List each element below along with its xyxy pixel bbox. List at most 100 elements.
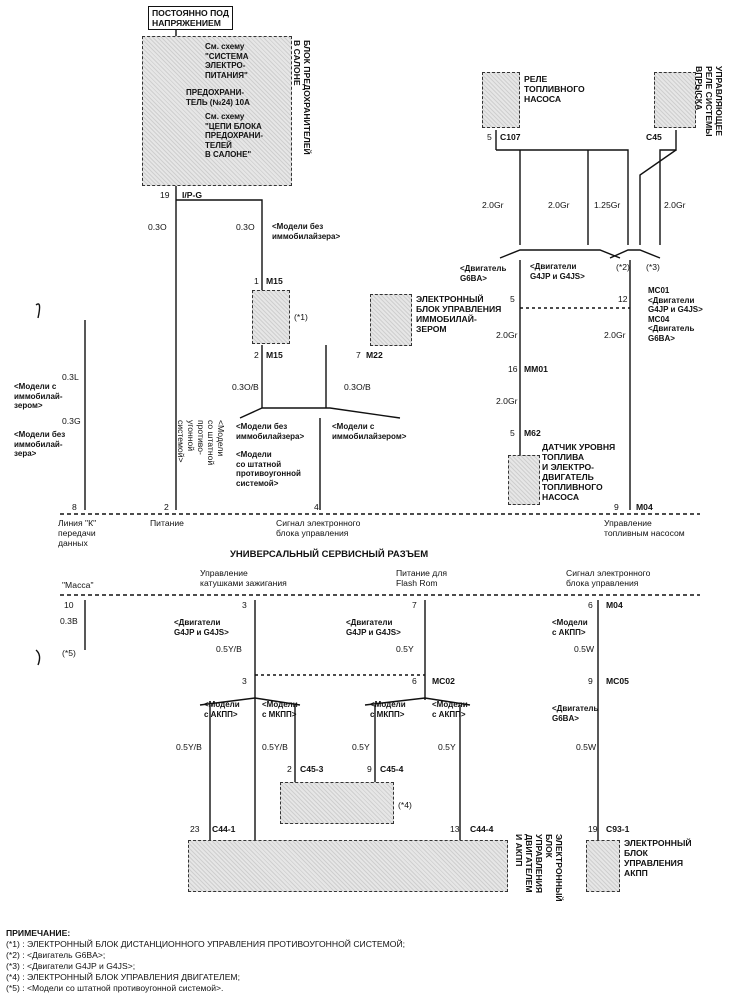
dlc-pin4: 4 (314, 502, 319, 512)
wire-0-3ob-b: 0.3O/B (344, 382, 371, 392)
star5-marker: (*5) (62, 648, 76, 658)
note-2: (*2) : <Двигатель G6BA>; (6, 950, 106, 960)
wire-0-3g: 0.3G (62, 416, 81, 426)
dlc-ecu-signal: Сигнал электронного блока управления (276, 518, 361, 538)
eng-g4-lower-b: <Двигатели G4JP и G4JS> (346, 618, 401, 637)
dlc-ecu-signal2: Сигнал электронного блока управления (566, 568, 651, 588)
m15a-connector: M15 (266, 276, 283, 286)
dlc-pin9: 9 (614, 502, 619, 512)
m15a-pin: 1 (254, 276, 259, 286)
g6ba-lower: <Двигатель G6BA> (552, 704, 599, 723)
notes-heading: ПРИМЕЧАНИЕ: (6, 928, 71, 938)
fuse-block-fuse: ПРЕДОХРАНИ- ТЕЛЬ (№24) 10А (186, 88, 250, 107)
dlc-ground: "Масса" (62, 580, 94, 590)
dlc-pump-control: Управление топливным насосом (604, 518, 685, 538)
wire-0-3b: 0.3B (60, 616, 78, 626)
dlc-pin2: 2 (164, 502, 169, 512)
c44-1-pin: 23 (190, 824, 200, 834)
wire-gr-7: 2.0Gr (496, 396, 518, 406)
fuel-sender-label: ДАТЧИК УРОВНЯ ТОПЛИВА И ЭЛЕКТРО- ДВИГАТЕ… (542, 442, 616, 502)
note-5: (*5) : <Модели со штатной противоугонной… (6, 983, 224, 993)
engine-ecu-small-box (280, 782, 394, 824)
eng-g4-top: <Двигатели G4JP и G4JS> (530, 262, 585, 281)
wire-gr-3: 1.25Gr (594, 200, 621, 210)
main-relay-label: УПРАВЛЯЮЩЕЕ РЕЛЕ СИСТЕМЫ ВПРЫСКА (694, 66, 724, 137)
fuse-block-title: БЛОК ПРЕДОХРАНИТЕЛЕЙ В САЛОНЕ (292, 40, 312, 155)
mc01-mc04-label: MC01 <Двигатели G4JP и G4JS> MC04 <Двига… (648, 286, 703, 343)
wire-gr-1: 2.0Gr (482, 200, 504, 210)
immobilizer-module-box (370, 294, 412, 346)
dlc-m04b: M04 (606, 600, 623, 610)
wire-gr-5: 2.0Gr (496, 330, 518, 340)
c44-4-connector: C44-4 (470, 824, 494, 834)
immobilizer-title: ЭЛЕКТРОННЫЙ БЛОК УПРАВЛЕНИЯ ИММОБИЛАЙ- З… (416, 294, 502, 334)
left-mode-noimmo: <Модели без иммобилай- зера> (14, 430, 66, 458)
m22-pin: 7 (356, 350, 361, 360)
c45-3-connector: C45-3 (300, 764, 324, 774)
fuse-block-box (142, 36, 292, 186)
antitheft-module-box (252, 290, 290, 344)
dlc-flash: Питание для Flash Rom (396, 568, 447, 588)
wire-0-5yb-b: 0.5Y/B (176, 742, 202, 752)
fuse-block-ref2: См. схему "ЦЕПИ БЛОКА ПРЕДОХРАНИ- ТЕЛЕЙ … (205, 112, 263, 159)
fuel-relay-pin: 5 (487, 132, 492, 142)
wire-0-5yb-c: 0.5Y/B (262, 742, 288, 752)
wire-0-5yb-a: 0.5Y/B (216, 644, 242, 654)
mc02-pin3: 3 (242, 676, 247, 686)
note-1: (*1) : ЭЛЕКТРОННЫЙ БЛОК ДИСТАНЦИОННОГО У… (6, 939, 406, 949)
c93-1-connector: C93-1 (606, 824, 630, 834)
m15b-connector: M15 (266, 350, 283, 360)
tcm-label: ЭЛЕКТРОННЫЙ БЛОК УПРАВЛЕНИЯ АКПП (624, 838, 692, 878)
mm01-pin: 16 (508, 364, 518, 374)
star2-marker: (*2) (616, 262, 630, 272)
dlc-pin10: 10 (64, 600, 74, 610)
dlc-title: УНИВЕРСАЛЬНЫЙ СЕРВИСНЫЙ РАЗЪЕМ (230, 549, 429, 560)
wire-0-3l: 0.3L (62, 372, 79, 382)
wire-0-3o-a: 0.3O (148, 222, 167, 232)
fuse-pin: 19 (160, 190, 170, 200)
wire-0-5y-a: 0.5Y (396, 644, 414, 654)
star4-marker: (*4) (398, 800, 412, 810)
c44-4-pin: 13 (450, 824, 460, 834)
ecm-box (188, 840, 508, 892)
m62-pin: 5 (510, 428, 515, 438)
pin12-pump: 12 (618, 294, 628, 304)
notes-block: ПРИМЕЧАНИЕ: (*1) : ЭЛЕКТРОННЫЙ БЛОК ДИСТ… (6, 928, 405, 994)
fuel-pump-relay-box (482, 72, 520, 128)
dlc-ignition: Управление катушками зажигания (200, 568, 287, 588)
note-3: (*3) : <Двигатели G4JP и G4JS>; (6, 961, 136, 971)
mkpp-left-b: <Модели с МКПП> (262, 700, 298, 719)
fuel-relay-connector: C107 (500, 132, 521, 142)
star3-marker: (*3) (646, 262, 660, 272)
dlc-pin3: 3 (242, 600, 247, 610)
split-no-immo: <Модели без иммобилайзера> (236, 422, 305, 441)
mc02-connector: MC02 (432, 676, 455, 686)
m62-connector: M62 (524, 428, 541, 438)
label-no-immo-top: <Модели без иммобилайзера> (272, 222, 341, 241)
wire-0-5w-a: 0.5W (574, 644, 595, 654)
main-relay-connector: C45 (646, 132, 662, 142)
wire-0-3ob-a: 0.3O/B (232, 382, 259, 392)
fuel-sender-box (508, 455, 540, 505)
rot-antitheft: <Модели со штатной противо- угонной сист… (176, 420, 226, 466)
c45-4-connector: C45-4 (380, 764, 404, 774)
note-4: (*4) : ЭЛЕКТРОННЫЙ БЛОК УПРАВЛЕНИЯ ДВИГА… (6, 972, 240, 982)
m15b-pin: 2 (254, 350, 259, 360)
mc05-connector: MC05 (606, 676, 629, 686)
wire-0-3o-b: 0.3O (236, 222, 255, 232)
akpp-only-right: <Модели с АКПП> (552, 618, 588, 637)
mkpp-right-a: <Модели с МКПП> (370, 700, 406, 719)
c93-1-pin: 19 (588, 824, 598, 834)
dlc-power: Питание (150, 518, 184, 528)
mm01-connector: MM01 (524, 364, 548, 374)
ecm-label: ЭЛЕКТРОННЫЙ БЛОК УПРАВЛЕНИЯ ДВИГАТЕЛЕМ И… (514, 834, 564, 902)
wire-gr-6: 2.0Gr (604, 330, 626, 340)
wire-gr-2: 2.0Gr (548, 200, 570, 210)
main-relay-box (654, 72, 696, 128)
eng-g6ba-top: <Двигатель G6BA> (460, 264, 507, 283)
dlc-pin7: 7 (412, 600, 417, 610)
c44-1-connector: C44-1 (212, 824, 236, 834)
m22-connector: M22 (366, 350, 383, 360)
mc02-pin6: 6 (412, 676, 417, 686)
